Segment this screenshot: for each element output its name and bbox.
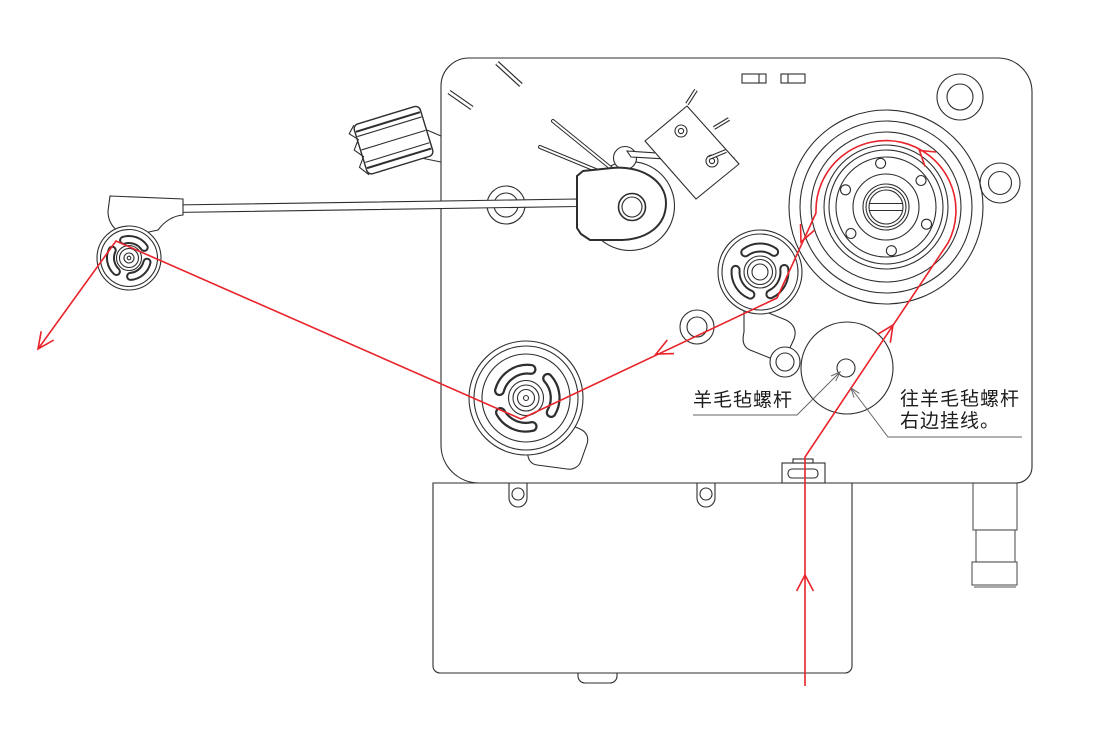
- thread-guide-fitting: [781, 458, 826, 484]
- label-hang-line-1: 往羊毛毡螺杆: [900, 389, 1021, 410]
- arrow-on-drum-wrap: [918, 149, 937, 167]
- label-hang-line-2: 右边挂线。: [900, 411, 1001, 432]
- felt-screw-disc: [800, 321, 894, 415]
- arrow-to-lower-pulley: [654, 339, 675, 355]
- leader-felt-screw: [693, 371, 841, 416]
- thread-routing-path: [36, 139, 957, 686]
- needle-rods: [538, 119, 614, 175]
- lower-pulley: [468, 340, 584, 456]
- left-arm-pulley-assembly: [96, 195, 184, 291]
- annotation-leaders: [693, 370, 1022, 438]
- thread-direction-arrows: [36, 149, 937, 592]
- drum-center-screw: [862, 183, 910, 231]
- leader-arrowhead: [850, 386, 860, 398]
- bottom-tab: [577, 673, 618, 684]
- lower-housing: [432, 482, 853, 684]
- label-felt-screw: 羊毛毡螺杆: [693, 390, 794, 411]
- cam-body: [576, 166, 668, 241]
- tension-knob: [348, 105, 442, 176]
- cam-assembly: [538, 119, 676, 252]
- leader-hang-line: [850, 387, 1022, 438]
- plate-hole-top: [936, 73, 984, 121]
- arrow-up: [795, 573, 815, 592]
- arm-bracket: [107, 195, 184, 236]
- knurl-teeth: [348, 124, 370, 176]
- scale-tick-marks: [447, 61, 523, 111]
- arrow-thread-out: [36, 331, 55, 351]
- arrow-drum-exit: [799, 223, 816, 244]
- micro-switch: [625, 88, 740, 200]
- screw-tab: [696, 483, 716, 508]
- storage-drum: [788, 109, 984, 305]
- leader-arrowhead: [830, 370, 842, 382]
- left-guide-pulley: [96, 225, 162, 291]
- switch-terminals: [685, 88, 731, 160]
- mid-guide-pulley: [717, 229, 803, 315]
- drum-bolt-holes: [839, 157, 933, 257]
- label-hang-line: 往羊毛毡螺杆 右边挂线。: [900, 389, 1020, 433]
- arrow-to-drum: [877, 323, 895, 343]
- indicator-windows: [741, 73, 806, 84]
- mid-guide-pulley-assembly: [679, 229, 894, 415]
- switch-body: [644, 105, 740, 200]
- thread-line: [37, 139, 957, 686]
- screw-tab: [508, 483, 528, 508]
- cam-roller: [612, 145, 638, 171]
- outlet-fitting: [971, 482, 1018, 588]
- lower-pulley-assembly: [468, 340, 589, 470]
